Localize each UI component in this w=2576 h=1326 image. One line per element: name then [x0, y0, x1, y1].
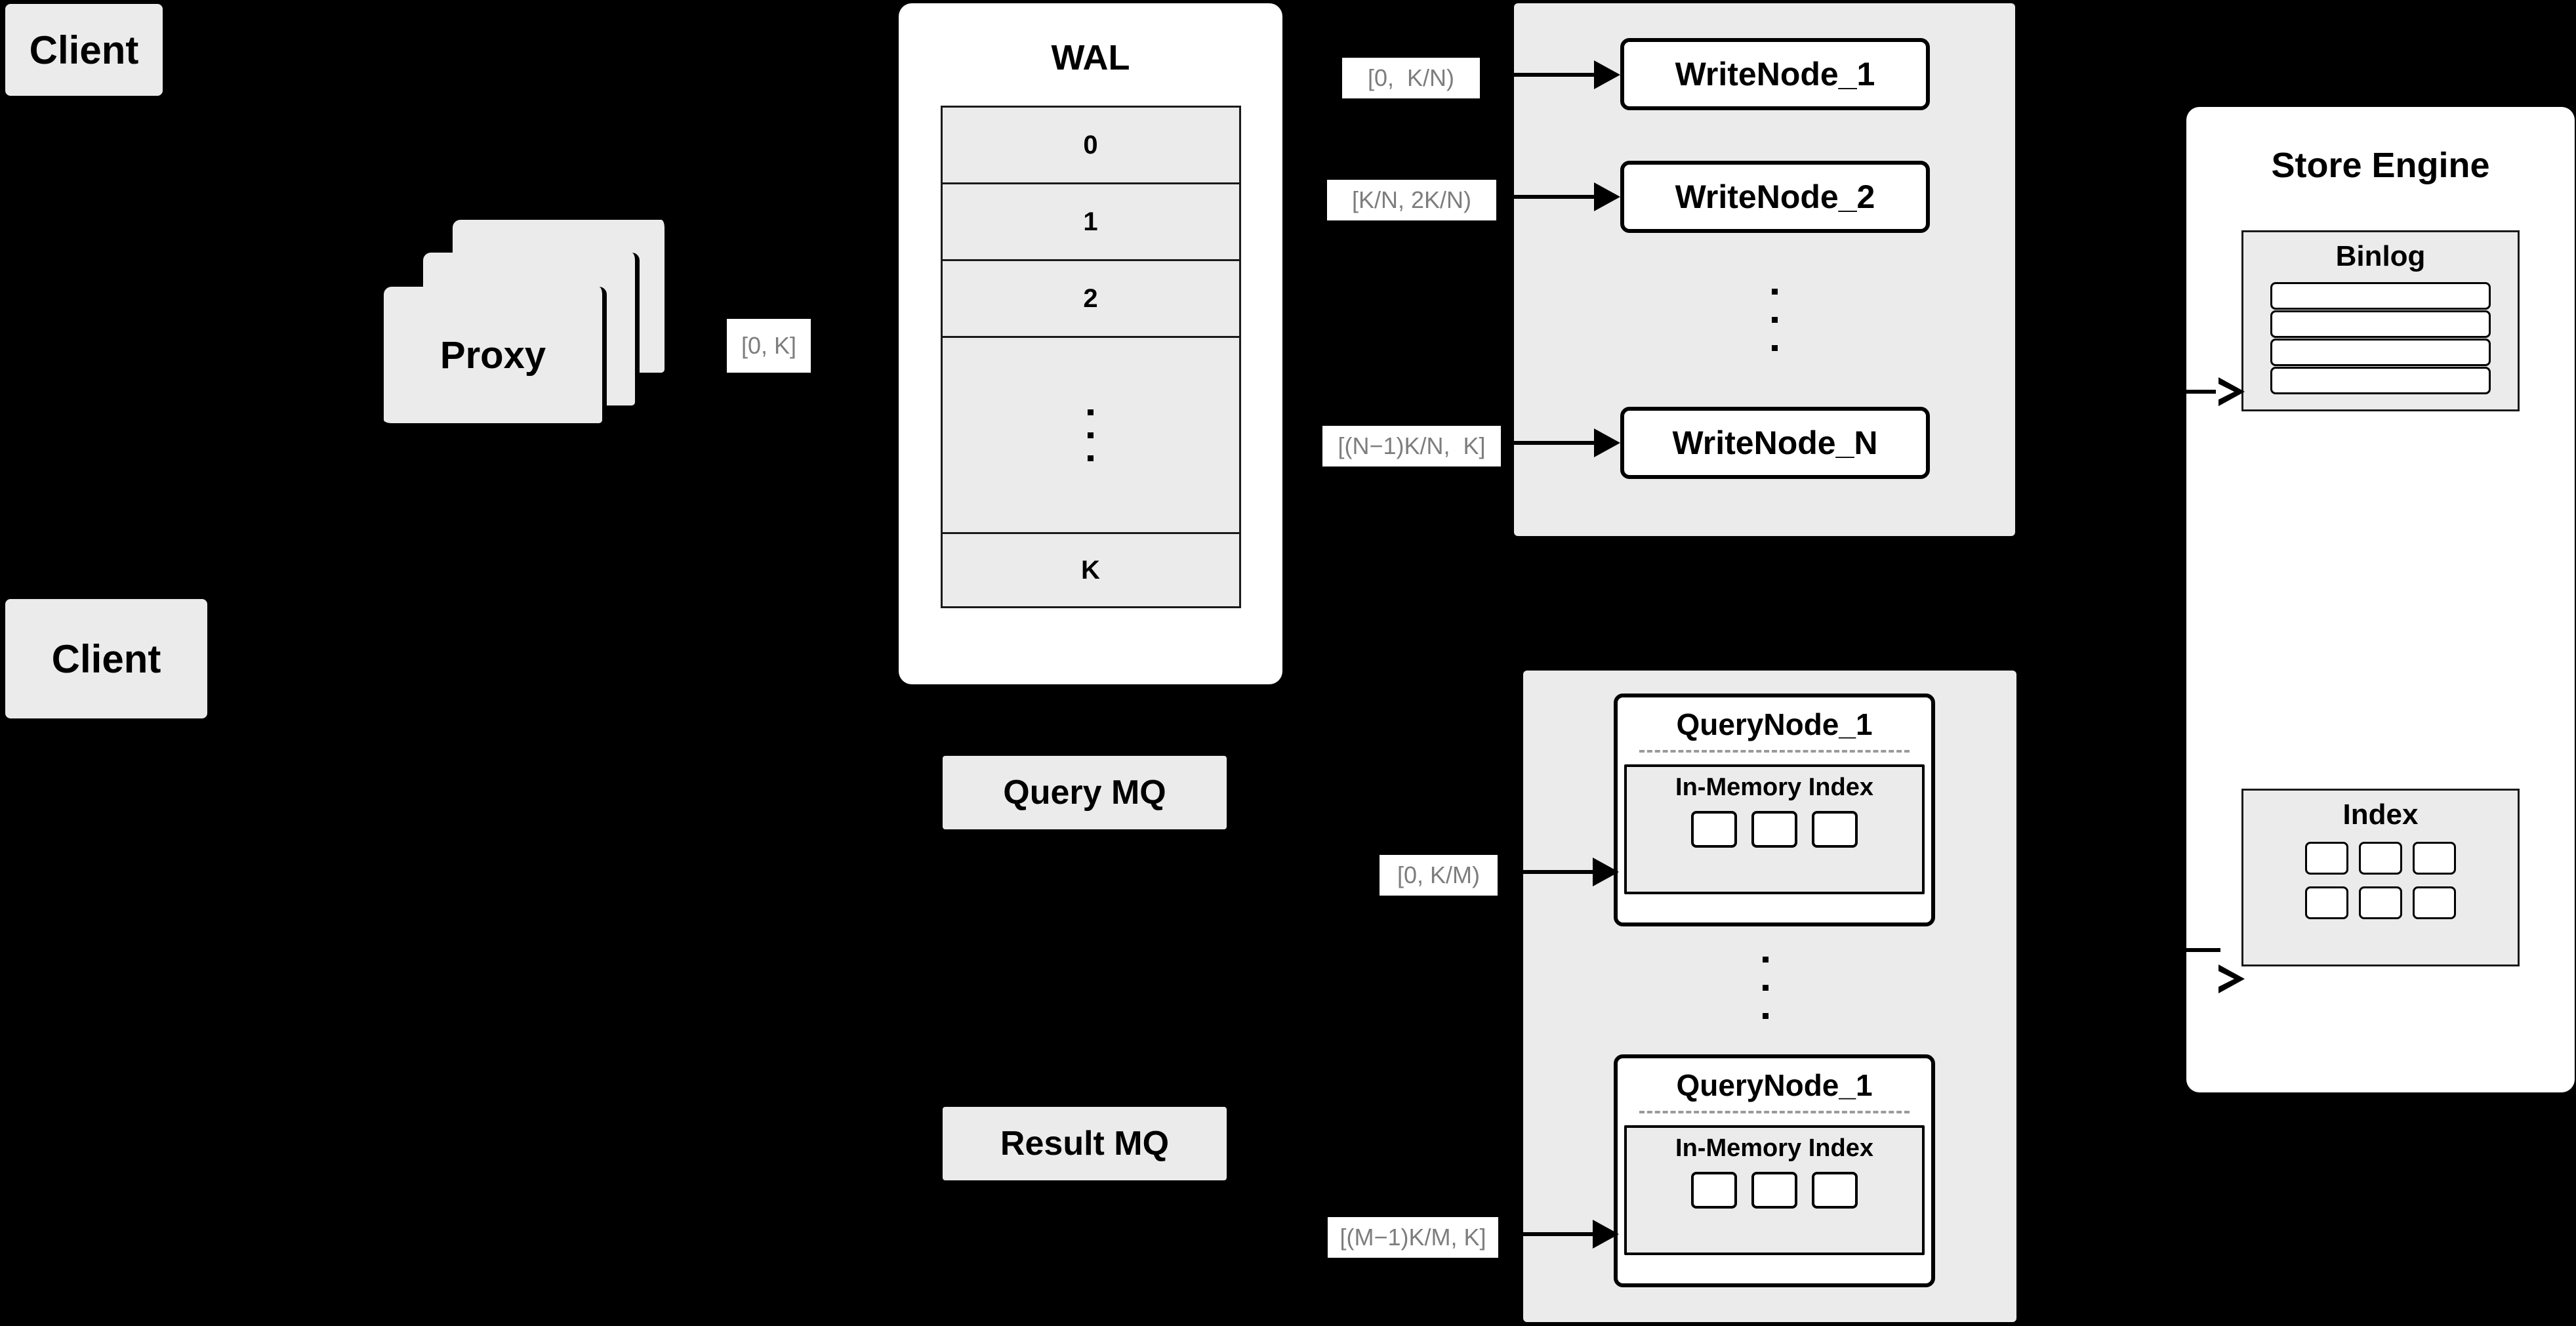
- write-node-2[interactable]: WriteNode_2: [1620, 161, 1930, 233]
- range-badge-write-2: [K/N, 2K/N): [1327, 180, 1496, 220]
- arrow-line-write-2: [1514, 195, 1596, 199]
- ellipsis-dot: [1088, 432, 1094, 438]
- store-engine-panel: Store Engine Binlog Index: [2186, 107, 2575, 1092]
- binlog-rows: [2270, 282, 2491, 394]
- wal-ellipsis: [942, 338, 1239, 534]
- ellipsis-dot: [1762, 956, 1768, 963]
- index-cell: [1691, 1172, 1737, 1209]
- wal-entry-2: 2: [942, 261, 1239, 338]
- result-mq-box[interactable]: Result MQ: [943, 1107, 1227, 1180]
- index-grid: [2305, 842, 2456, 919]
- query-node-m[interactable]: QueryNode_1 In-Memory Index: [1614, 1054, 1935, 1287]
- arrow-line-query-1: [1523, 870, 1595, 874]
- index-cell: [1751, 811, 1797, 848]
- query-mq-box[interactable]: Query MQ: [943, 756, 1227, 829]
- arrow-line-write-1: [1514, 73, 1596, 77]
- index-cell: [2413, 842, 2456, 875]
- query-cluster-ellipsis: [1755, 945, 1775, 1030]
- arrow-line-to-binlog: [2186, 390, 2220, 394]
- wal-entry-table: 0 1 2 K: [940, 106, 1241, 608]
- binlog-title: Binlog: [2335, 240, 2426, 272]
- arrow-head-write-2: [1594, 182, 1620, 211]
- proxy-box[interactable]: Proxy: [384, 287, 607, 428]
- wal-entry-0: 0: [942, 108, 1239, 184]
- arrow-line-write-n: [1514, 441, 1596, 445]
- index-section: Index: [2241, 789, 2520, 966]
- index-title: Index: [2342, 798, 2419, 831]
- ellipsis-dot: [1771, 289, 1778, 295]
- in-memory-index-cells-1: [1691, 811, 1858, 848]
- arrow-head-query-1: [1593, 858, 1619, 886]
- in-memory-index-title-m: In-Memory Index: [1675, 1134, 1873, 1162]
- write-node-n-label: WriteNode_N: [1672, 425, 1878, 461]
- index-cell: [2305, 842, 2348, 875]
- index-cell: [2305, 886, 2348, 919]
- query-mq-label: Query MQ: [1003, 774, 1166, 812]
- wal-entry-1: 1: [942, 184, 1239, 261]
- write-node-1-label: WriteNode_1: [1675, 56, 1875, 93]
- ellipsis-dot: [1762, 1012, 1768, 1019]
- client-box-2[interactable]: Client: [5, 599, 207, 718]
- range-badge-query-1: [0, K/M): [1380, 855, 1498, 896]
- arrow-head-to-index: [2216, 964, 2245, 993]
- query-node-m-divider: [1639, 1111, 1910, 1113]
- write-node-2-label: WriteNode_2: [1675, 178, 1875, 215]
- range-badge-write-n: [(N−1)K/N, K]: [1322, 426, 1501, 466]
- ellipsis-dot: [1762, 984, 1768, 991]
- query-node-1[interactable]: QueryNode_1 In-Memory Index: [1614, 694, 1935, 926]
- store-engine-title: Store Engine: [2271, 146, 2490, 185]
- query-node-m-title: QueryNode_1: [1676, 1068, 1873, 1102]
- ellipsis-dot: [1771, 345, 1778, 351]
- write-node-n[interactable]: WriteNode_N: [1620, 407, 1930, 479]
- binlog-section: Binlog: [2241, 230, 2520, 411]
- write-node-1[interactable]: WriteNode_1: [1620, 38, 1930, 110]
- arrow-line-to-index: [2186, 948, 2220, 952]
- index-cell: [1751, 1172, 1797, 1209]
- arrow-head-write-1: [1594, 60, 1620, 89]
- write-cluster-ellipsis: [1765, 279, 1784, 361]
- wal-panel: WAL 0 1 2 K: [899, 3, 1282, 684]
- arrow-line-query-m: [1523, 1232, 1595, 1236]
- index-cell: [2359, 886, 2402, 919]
- binlog-row: [2270, 367, 2491, 394]
- wal-title: WAL: [1051, 38, 1130, 77]
- in-memory-index-cells-m: [1691, 1172, 1858, 1209]
- binlog-row: [2270, 339, 2491, 366]
- index-cell: [2359, 842, 2402, 875]
- binlog-row: [2270, 310, 2491, 338]
- query-node-1-title: QueryNode_1: [1676, 707, 1873, 741]
- range-badge-query-m: [(M−1)K/M, K]: [1328, 1217, 1498, 1258]
- client-label-1: Client: [29, 28, 139, 72]
- range-badge-proxy-to-wal: [0, K]: [727, 319, 811, 373]
- proxy-label: Proxy: [440, 333, 546, 377]
- index-cell: [1691, 811, 1737, 848]
- ellipsis-dot: [1088, 409, 1094, 415]
- binlog-row: [2270, 282, 2491, 310]
- index-cell: [1812, 811, 1858, 848]
- arrow-head-write-n: [1594, 428, 1620, 457]
- in-memory-index-title-1: In-Memory Index: [1675, 774, 1873, 801]
- query-node-1-divider: [1639, 750, 1910, 753]
- result-mq-label: Result MQ: [1000, 1125, 1170, 1163]
- arrow-head-to-binlog: [2216, 377, 2245, 406]
- range-badge-write-1: [0, K/N): [1342, 58, 1480, 98]
- ellipsis-dot: [1088, 455, 1094, 461]
- client-label-2: Client: [51, 636, 161, 681]
- index-cell: [1812, 1172, 1858, 1209]
- query-node-1-in-memory-index: In-Memory Index: [1624, 764, 1925, 894]
- query-node-m-in-memory-index: In-Memory Index: [1624, 1125, 1925, 1255]
- arrow-head-query-m: [1593, 1220, 1619, 1249]
- wal-entry-k: K: [942, 534, 1239, 606]
- index-cell: [2413, 886, 2456, 919]
- ellipsis-dot: [1771, 317, 1778, 323]
- client-box-1[interactable]: Client: [5, 4, 163, 96]
